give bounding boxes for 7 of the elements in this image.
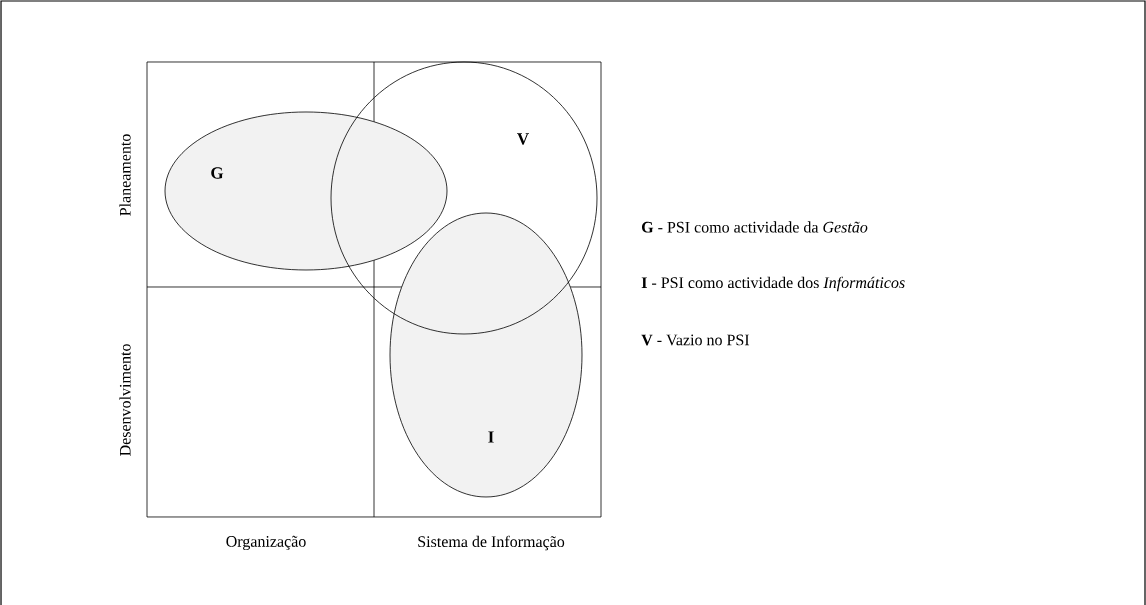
axis-label: Desenvolvimento bbox=[119, 344, 131, 456]
legend-entry: G - PSI como actividade da Gestão bbox=[642, 221, 868, 233]
axis-label: Planeamento bbox=[119, 134, 131, 216]
axis-label: Organização bbox=[226, 535, 306, 551]
legend-entry: I - PSI como actividade dos Informáticos bbox=[641, 276, 905, 292]
axis-label: Sistema de Informação bbox=[418, 535, 565, 551]
legend-entry: V - Vazio no PSI bbox=[641, 334, 750, 346]
